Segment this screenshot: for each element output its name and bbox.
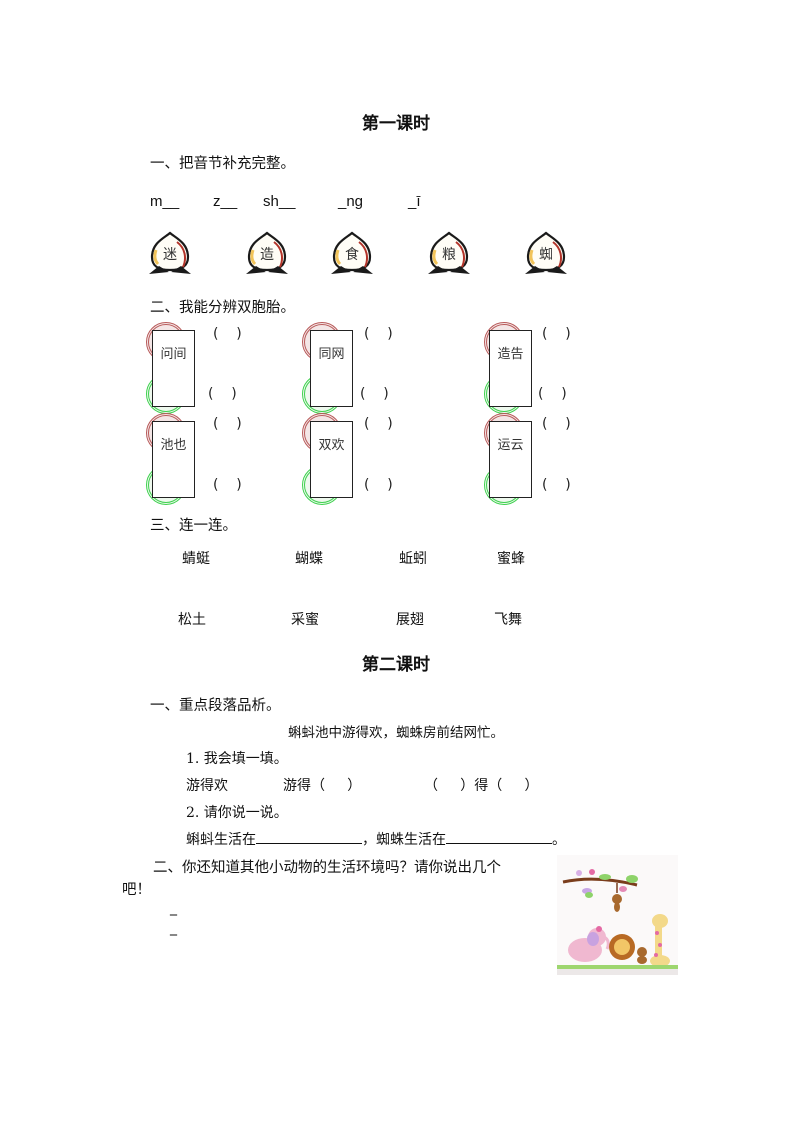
lesson2-section1-heading: 一、重点段落品析。 xyxy=(150,698,281,714)
q2-end: 。 xyxy=(552,832,566,848)
lesson2-section2-heading: 二、你还知道其他小动物的生活环境吗？请你说出几个 xyxy=(153,860,501,876)
peach-icon xyxy=(149,231,191,274)
twin-card-6: 运云 xyxy=(484,413,544,505)
peach-icon xyxy=(525,231,567,274)
section1-heading: 一、把音节补充完整。 xyxy=(150,156,295,172)
peach-char: 迷 xyxy=(163,247,177,263)
twin-card-3: 造告 xyxy=(484,322,544,414)
twin-card-2: 同网 xyxy=(302,322,362,414)
twin-chars: 同网 xyxy=(318,347,345,362)
match-top-3[interactable]: 蚯蚓 xyxy=(399,551,427,567)
twin-blank[interactable]: ( ) xyxy=(538,386,567,402)
peach-card-2: 造 xyxy=(244,230,290,276)
q2-part2: ，蜘蛛生活在 xyxy=(362,832,446,848)
answer-dash-2[interactable]: _ xyxy=(170,920,177,936)
peach-char: 粮 xyxy=(442,247,456,263)
twin-blank[interactable]: ( ) xyxy=(213,477,242,493)
lesson2-title: 第二课时 xyxy=(362,655,430,675)
pinyin-blank-1[interactable]: m__ xyxy=(150,193,180,210)
peach-icon xyxy=(246,231,288,274)
section2-heading: 二、我能分辨双胞胎。 xyxy=(150,300,295,316)
twin-blank[interactable]: ( ) xyxy=(542,416,571,432)
match-bottom-2[interactable]: 采蜜 xyxy=(291,612,319,628)
answer-dash-1[interactable]: _ xyxy=(170,900,177,916)
peach-card-4: 粮 xyxy=(426,230,472,276)
pinyin-blank-4[interactable]: _ng xyxy=(338,193,364,210)
peach-card-1: 迷 xyxy=(147,230,193,276)
twin-blank[interactable]: ( ) xyxy=(213,326,242,342)
quote-text: 蝌蚪池中游得欢，蜘蛛房前结网忙。 xyxy=(288,725,504,741)
q1-example: 游得欢 xyxy=(186,778,228,794)
q2-part1: 蝌蚪生活在 xyxy=(186,832,256,848)
match-bottom-3[interactable]: 展翅 xyxy=(396,612,424,628)
peach-char: 蜘 xyxy=(539,247,553,263)
twin-blank[interactable]: ( ) xyxy=(542,326,571,342)
twin-blank[interactable]: ( ) xyxy=(542,477,571,493)
twin-card-5: 双欢 xyxy=(302,413,362,505)
peach-card-5: 蜘 xyxy=(523,230,569,276)
twin-blank[interactable]: ( ) xyxy=(364,477,393,493)
twin-card-1: 问间 xyxy=(146,322,206,414)
twin-blank[interactable]: ( ) xyxy=(364,416,393,432)
twin-blank[interactable]: ( ) xyxy=(364,326,393,342)
peach-char: 食 xyxy=(345,247,359,263)
answer-line-1[interactable] xyxy=(256,829,362,844)
lesson1-title: 第一课时 xyxy=(362,114,430,134)
peach-char: 造 xyxy=(260,247,274,263)
peach-icon xyxy=(331,231,373,274)
question2-label: 2. 请你说一说。 xyxy=(186,805,288,821)
lesson2-section2-heading-cont: 吧！ xyxy=(122,882,151,898)
twin-chars: 双欢 xyxy=(318,438,345,453)
pinyin-blank-5[interactable]: _ī xyxy=(408,193,421,210)
match-top-2[interactable]: 蝴蝶 xyxy=(295,551,323,567)
twin-chars: 池也 xyxy=(160,438,187,453)
section3-heading: 三、连一连。 xyxy=(150,518,237,534)
pinyin-blank-2[interactable]: z__ xyxy=(213,193,238,210)
match-bottom-1[interactable]: 松土 xyxy=(178,612,206,628)
q1-blank-2[interactable]: （ ）得（ ） xyxy=(424,778,539,794)
twin-chars: 运云 xyxy=(497,438,524,453)
match-top-4[interactable]: 蜜蜂 xyxy=(497,551,525,567)
twin-chars: 造告 xyxy=(497,347,524,362)
twin-blank[interactable]: ( ) xyxy=(213,416,242,432)
animals-illustration-icon xyxy=(557,855,678,975)
pinyin-blank-3[interactable]: sh__ xyxy=(263,193,296,210)
peach-card-3: 食 xyxy=(329,230,375,276)
twin-blank[interactable]: ( ) xyxy=(360,386,389,402)
answer-line-2[interactable] xyxy=(446,829,552,844)
peach-icon xyxy=(428,231,470,274)
cartoon-animals-image xyxy=(557,855,678,975)
twin-card-4: 池也 xyxy=(146,413,206,505)
twin-blank[interactable]: ( ) xyxy=(208,386,237,402)
match-top-1[interactable]: 蜻蜓 xyxy=(182,551,210,567)
match-bottom-4[interactable]: 飞舞 xyxy=(494,612,522,628)
twin-chars: 问间 xyxy=(160,347,187,362)
q2-sentence: 蝌蚪生活在 ，蜘蛛生活在 。 xyxy=(186,829,566,849)
question1-label: 1. 我会填一填。 xyxy=(186,751,288,767)
q1-blank-1[interactable]: 游得（ ） xyxy=(283,778,362,794)
